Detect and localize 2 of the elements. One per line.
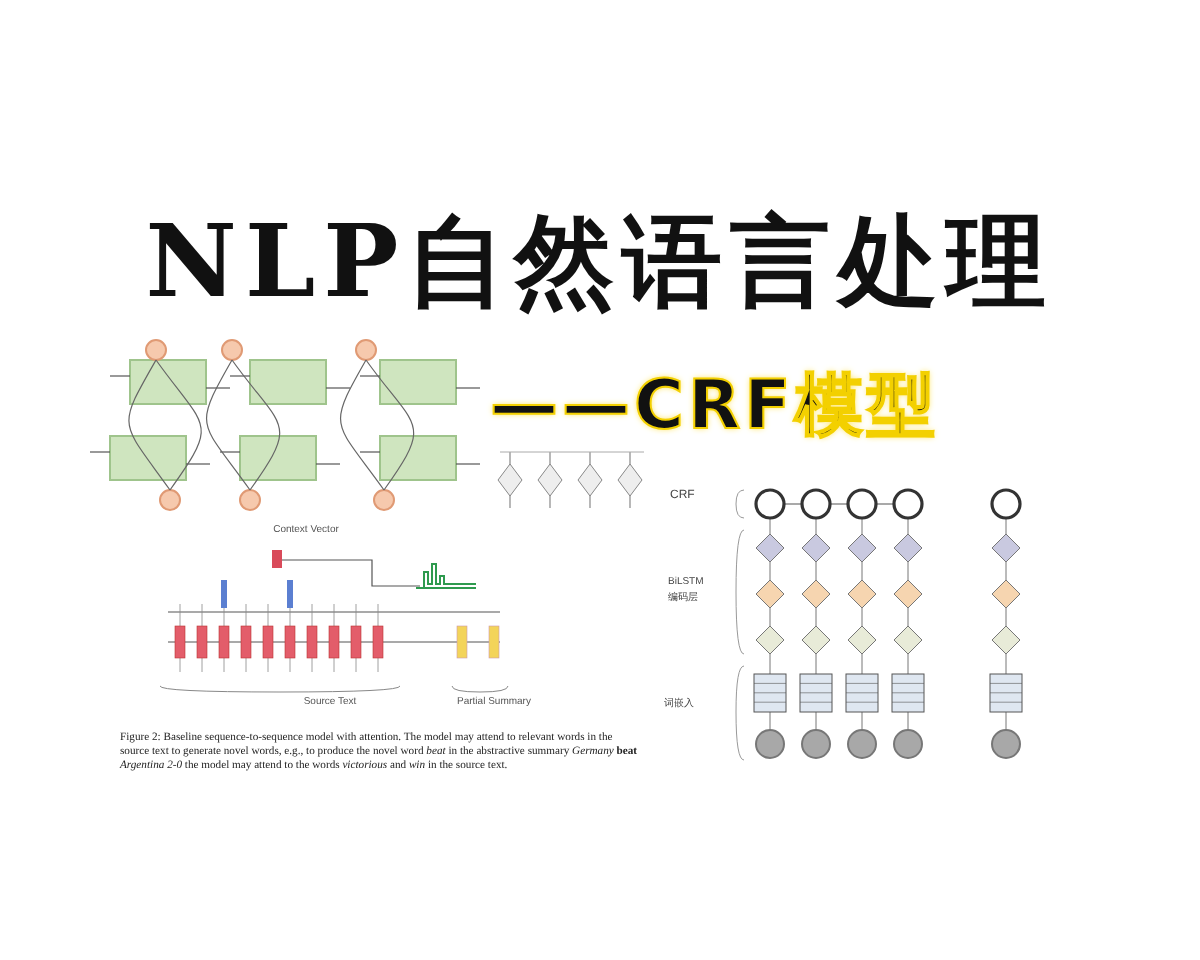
subtitle: ——CRF模型 — [490, 364, 941, 450]
title: NLP自然语言处理 — [143, 200, 1057, 324]
